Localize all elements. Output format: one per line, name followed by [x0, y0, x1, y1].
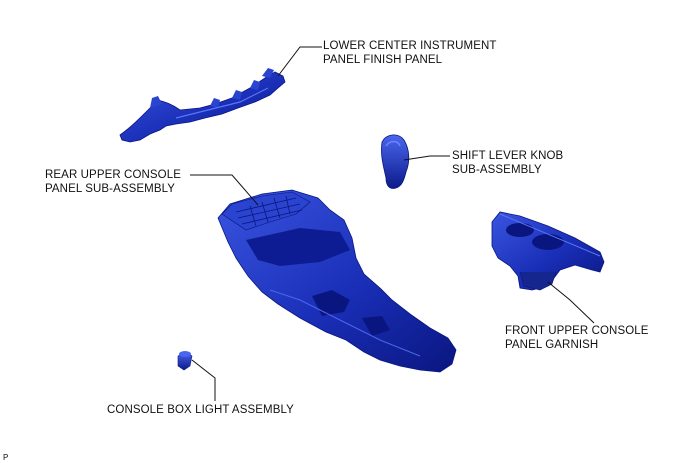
lower-center-panel-part [119, 68, 286, 143]
rear-upper-console-label-line1: REAR UPPER CONSOLE [45, 169, 181, 181]
shift-knob-label: SHIFT LEVER KNOB SUB-ASSEMBLY [452, 149, 563, 177]
shift-knob-part [381, 134, 410, 189]
front-upper-garnish-part [491, 211, 605, 291]
leader-front-upper-garnish [547, 281, 595, 324]
rear-upper-console-part [217, 189, 457, 373]
rear-upper-console-label-line2: PANEL SUB-ASSEMBLY [45, 183, 176, 195]
leader-shift-knob [403, 155, 450, 161]
front-upper-garnish-label-line1: FRONT UPPER CONSOLE [505, 325, 649, 337]
lower-center-panel-label-line2: PANEL FINISH PANEL [323, 54, 443, 66]
lower-center-panel-label-line1: LOWER CENTER INSTRUMENT [323, 40, 497, 52]
lower-center-panel-label: LOWER CENTER INSTRUMENT PANEL FINISH PAN… [323, 39, 497, 67]
front-upper-garnish-label-line2: PANEL GARNISH [505, 339, 599, 351]
console-box-light-label-line1: CONSOLE BOX LIGHT ASSEMBLY [107, 404, 294, 416]
leader-lower-center-panel [277, 46, 322, 77]
shift-knob-label-line2: SUB-ASSEMBLY [452, 164, 542, 176]
front-upper-garnish-label: FRONT UPPER CONSOLE PANEL GARNISH [505, 324, 649, 352]
leader-rear-upper-console [190, 174, 259, 206]
leader-console-box-light [191, 359, 216, 401]
corner-mark: P [3, 453, 9, 462]
console-box-light-label: CONSOLE BOX LIGHT ASSEMBLY [107, 403, 294, 417]
rear-upper-console-label: REAR UPPER CONSOLE PANEL SUB-ASSEMBLY [45, 168, 181, 196]
shift-knob-label-line1: SHIFT LEVER KNOB [452, 150, 564, 162]
leader-lines [190, 46, 595, 401]
console-box-light-part [177, 351, 193, 371]
